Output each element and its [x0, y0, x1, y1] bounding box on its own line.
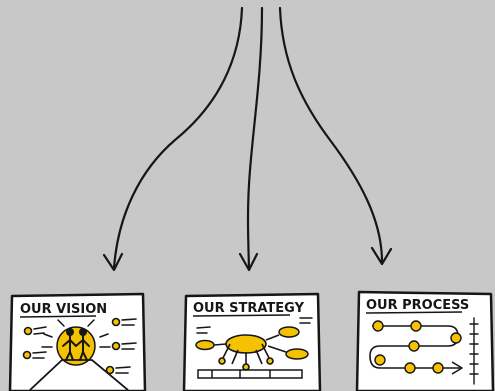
card-process: OUR PROCESS: [355, 290, 495, 391]
process-flow-arrowhead: [451, 361, 463, 375]
card-strategy: OUR STRATEGY: [182, 292, 322, 391]
arrowhead-process: [370, 246, 393, 266]
card-vision-title: OUR VISION: [20, 302, 107, 317]
hub-icon: [218, 334, 274, 371]
people-icon: [62, 328, 90, 361]
arrow-to-vision: [112, 6, 244, 270]
card-process-title: OUR PROCESS: [366, 298, 469, 313]
arrowhead-strategy: [238, 252, 259, 272]
base-bar: [197, 369, 303, 379]
title-underline: [192, 314, 291, 317]
step-nodes: [372, 320, 462, 374]
arrows: [102, 6, 393, 272]
road-lines: [29, 359, 129, 391]
title-underline: [365, 311, 463, 314]
scale-marks: [469, 317, 479, 385]
arrow-to-process: [278, 6, 384, 264]
satellite-nodes: [195, 317, 313, 360]
arrow-to-strategy: [246, 6, 264, 270]
card-strategy-title: OUR STRATEGY: [193, 301, 305, 316]
card-vision: OUR VISION: [8, 292, 147, 391]
note-bullets: [22, 317, 137, 375]
arrowhead-vision: [102, 252, 124, 272]
title-underline: [19, 315, 97, 318]
